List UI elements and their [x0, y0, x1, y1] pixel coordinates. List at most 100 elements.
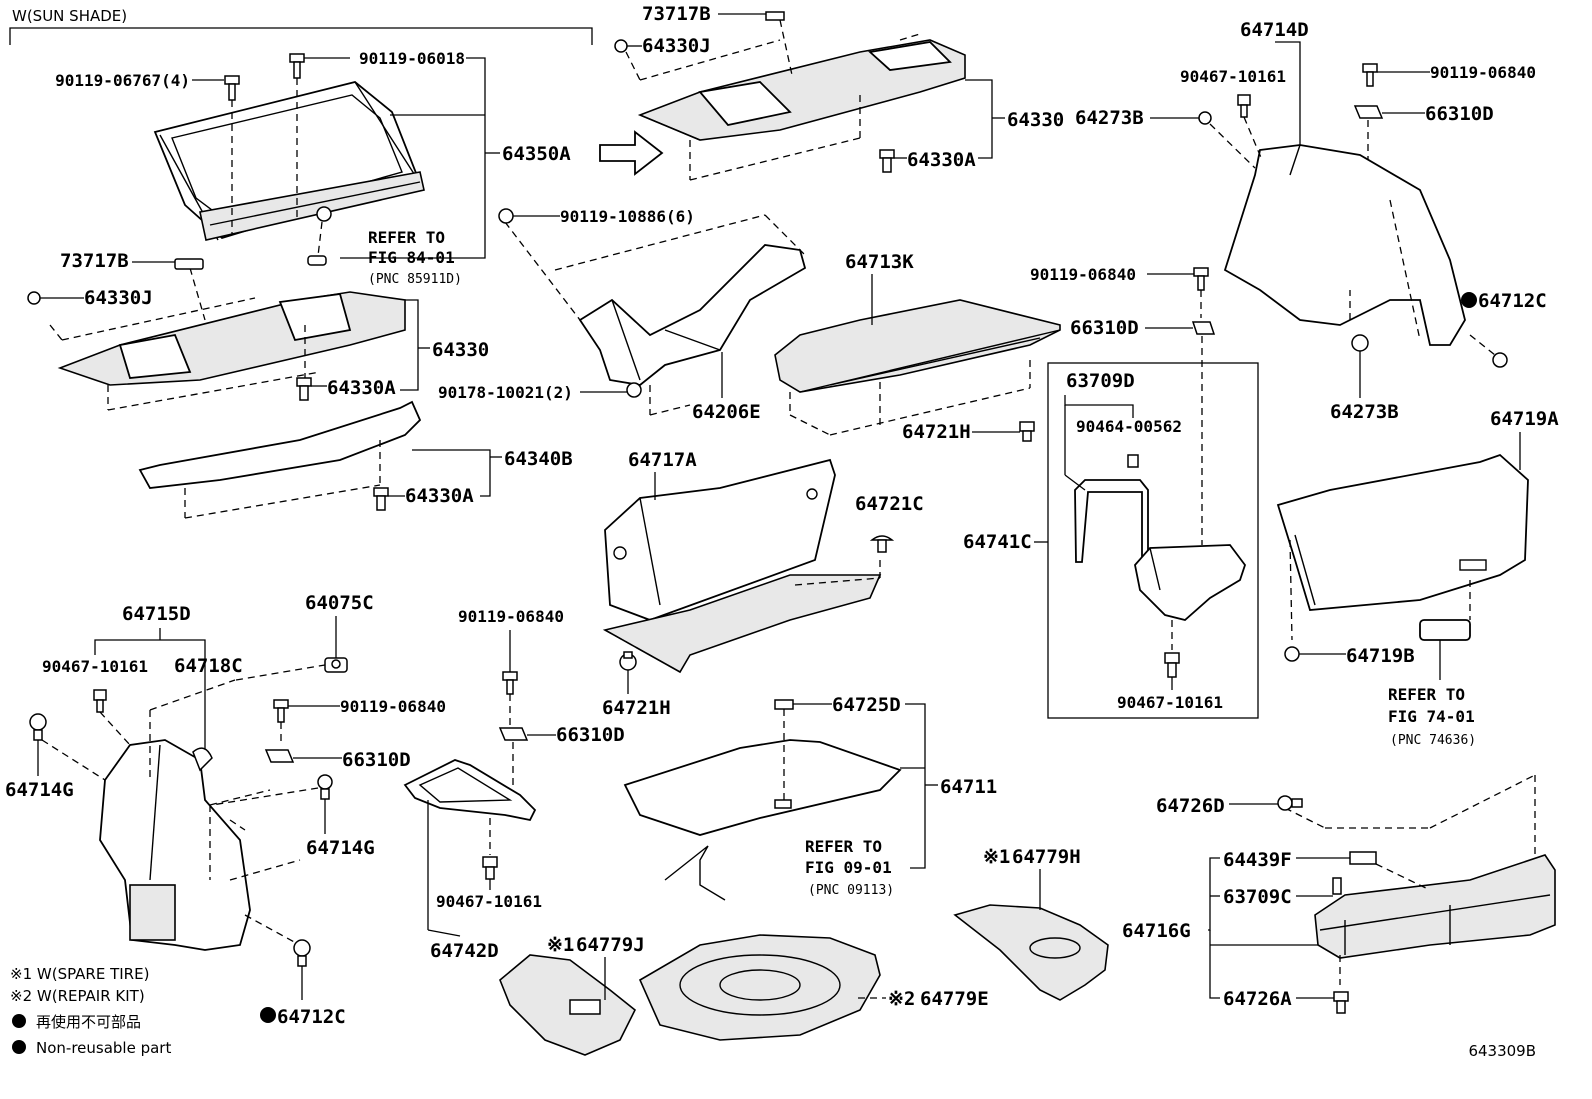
label-64719A: 64719A [1490, 408, 1559, 430]
legend-note-spare-tire: ※1 W(SPARE TIRE) [10, 965, 149, 983]
label-64712C-bottom: 64712C [277, 1006, 346, 1028]
svg-text:FIG 09-01: FIG 09-01 [805, 858, 892, 877]
label-64741C: 64741C [963, 531, 1032, 553]
label-64711: 64711 [940, 776, 997, 798]
nut-66310D-tr [1353, 105, 1384, 160]
label-64330A-left: 64330A [327, 377, 396, 399]
svg-text:(PNC 09113): (PNC 09113) [808, 883, 894, 898]
grommet-90178-10021 [626, 382, 642, 398]
clip-64726A [1333, 991, 1349, 1014]
spare-tire-block-64779H [953, 904, 1109, 1001]
bolt-90467-10161-box [1164, 652, 1180, 678]
label-64206E: 64206E [692, 401, 761, 423]
label-64779H: 64779H [1012, 846, 1081, 868]
nut-66310D-left [264, 749, 295, 763]
non-reusable-marker-bottom [260, 1007, 276, 1023]
label-64721H-mid: 64721H [902, 421, 971, 443]
sill-plate-64716G [1284, 774, 1556, 985]
label-64719B: 64719B [1346, 645, 1415, 667]
label-64330-left: 64330 [432, 339, 489, 361]
clip-64273B-tr [1198, 111, 1212, 125]
label-90119-06840-c: 90119-06840 [458, 607, 564, 626]
svg-text:FIG 74-01: FIG 74-01 [1388, 707, 1475, 726]
label-64330J-left: 64330J [84, 287, 153, 309]
ref-fig-84-01: REFER TO FIG 84-01 (PNC 85911D) [368, 228, 462, 287]
variant-note: W(SUN SHADE) [12, 7, 127, 25]
label-90119-06840-mid: 90119-06840 [1030, 265, 1136, 284]
ref-fig-74-01: REFER TO FIG 74-01 (PNC 74636) [1388, 685, 1476, 748]
label-64273B-tr: 64273B [1075, 107, 1144, 129]
label-66310D-tr: 66310D [1425, 103, 1494, 125]
clip-64726D [1277, 795, 1303, 811]
label-64714D: 64714D [1240, 19, 1309, 41]
label-63709C: 63709C [1223, 886, 1292, 908]
legend-dot-jp [12, 1014, 26, 1028]
clip-64075C [324, 657, 348, 673]
screw-64330J-top [614, 39, 628, 53]
svg-text:REFER TO: REFER TO [368, 228, 445, 247]
label-90119-06840-left: 90119-06840 [340, 697, 446, 716]
direction-arrow [599, 130, 664, 176]
handle-ref-74-01 [1419, 619, 1471, 641]
bolt-90467-10161-left [93, 689, 131, 746]
nut-66310D-c [498, 727, 529, 790]
label-64330A-left2: 64330A [405, 485, 474, 507]
label-64330A-top: 64330A [907, 149, 976, 171]
clip-64719B [1284, 646, 1300, 662]
svg-text:FIG 84-01: FIG 84-01 [368, 248, 455, 267]
label-64713K: 64713K [845, 251, 914, 273]
side-trim-64714D [1223, 144, 1466, 346]
bolt-90119-06840-c [502, 671, 518, 725]
clip-64714G-mid [317, 774, 333, 800]
trim-panel-64340B [138, 400, 422, 519]
marker-2-64779E: ※2 [888, 988, 915, 1010]
label-64779J: 64779J [576, 934, 645, 956]
label-64718C: 64718C [174, 655, 243, 677]
label-64715D: 64715D [122, 603, 191, 625]
label-90119-06840-tr: 90119-06840 [1430, 63, 1536, 82]
clip-64330A-left [296, 377, 312, 401]
bolt-90119-06840-tr [1362, 63, 1378, 87]
ref-fig-09-01: REFER TO FIG 09-01 (PNC 09113) [805, 837, 894, 898]
clip-64721C [869, 535, 895, 553]
label-90467-10161-tr: 90467-10161 [1180, 67, 1286, 86]
bolt-90467-10161-tr [1237, 94, 1263, 161]
trunk-lid-trim-64719A [1276, 453, 1529, 641]
package-tray-top [625, 19, 966, 181]
label-64726D: 64726D [1156, 795, 1225, 817]
clip-64273B-tr2 [1351, 334, 1369, 352]
label-73717B-top: 73717B [642, 3, 711, 25]
sun-shade-variant-bracket: W(SUN SHADE) [9, 7, 593, 45]
clip-64330A-left2 [373, 487, 389, 511]
brace-64206E [504, 214, 807, 416]
legend-non-reusable-jp: 再使用不可部品 [36, 1013, 141, 1031]
label-90119-10886: 90119-10886(6) [560, 207, 695, 226]
label-64725D: 64725D [832, 694, 901, 716]
svg-text:REFER TO: REFER TO [805, 837, 882, 856]
label-90119-06767: 90119-06767(4) [55, 71, 190, 90]
svg-text:(PNC 85911D): (PNC 85911D) [368, 272, 462, 287]
svg-text:(PNC 74636): (PNC 74636) [1390, 733, 1476, 748]
legend: ※1 W(SPARE TIRE) ※2 W(REPAIR KIT) 再使用不可部… [10, 965, 171, 1057]
legend-dot-en [12, 1040, 26, 1054]
marker-1-64779H: ※1 [983, 846, 1010, 868]
label-64721H-low: 64721H [602, 697, 671, 719]
label-64075C: 64075C [305, 592, 374, 614]
screw-90119-10886 [498, 208, 514, 224]
clip-64721H-low [619, 651, 637, 671]
diagram-id: 643309B [1468, 1042, 1536, 1060]
bolt-90119-06767 [224, 75, 240, 235]
trunk-mat-64711 [623, 699, 902, 901]
label-64439F: 64439F [1223, 849, 1292, 871]
label-64721C: 64721C [855, 493, 924, 515]
bolt-90119-06840-mid [1193, 267, 1209, 318]
label-64340B: 64340B [504, 448, 573, 470]
label-64779E: 64779E [920, 988, 989, 1010]
clip-73717B-top [765, 11, 785, 21]
clip-63709C [1332, 877, 1342, 895]
label-90467-10161-c: 90467-10161 [436, 892, 542, 911]
label-64726A: 64726A [1223, 988, 1292, 1010]
label-90178-10021: 90178-10021(2) [438, 383, 573, 402]
clip-64712C-tr [1492, 352, 1508, 368]
